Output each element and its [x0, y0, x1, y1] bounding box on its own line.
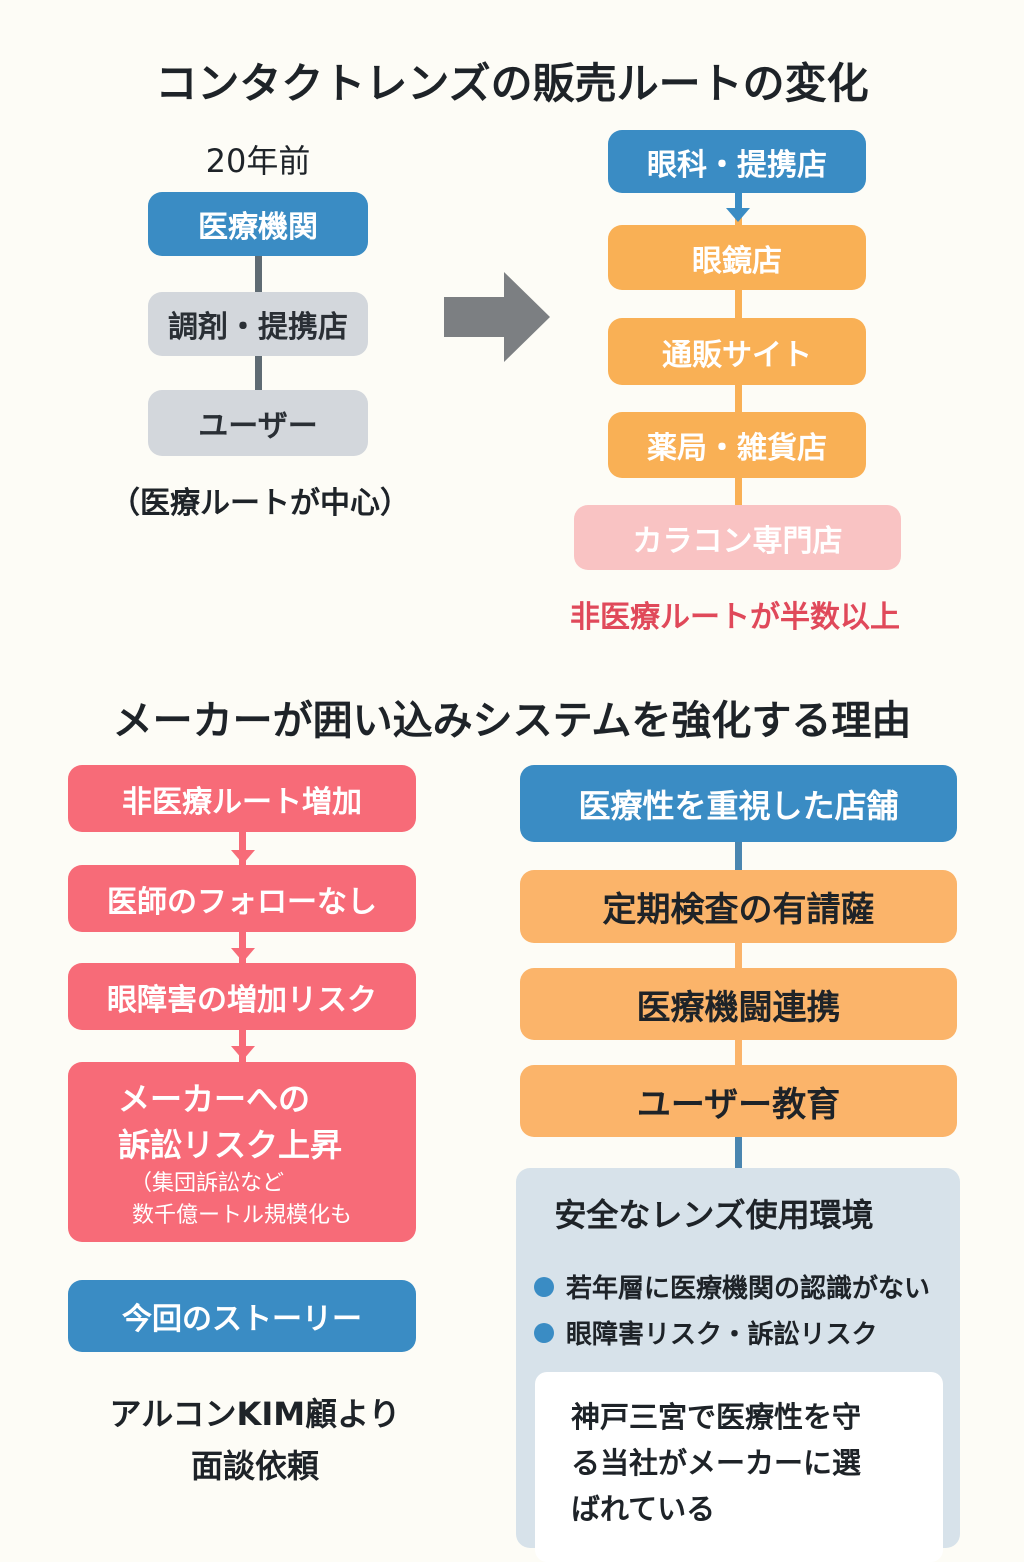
story-text: アルコンKIM顧より 面談依頼: [60, 1388, 450, 1492]
lawsuit-sub2: 数千億ートル規模化も: [132, 1203, 353, 1228]
step-eye-risk: 眼障害の増加リスク: [68, 963, 416, 1030]
bullet-icon: [534, 1322, 554, 1343]
present-box-ophthalmology: 眼科・提携店: [608, 130, 866, 193]
arrow-down-icon: [231, 948, 255, 962]
message-line: 神戸三宮で医療性を守: [571, 1400, 862, 1434]
message-line: る当社がメーカーに選: [571, 1446, 862, 1480]
transition-arrow-icon: [444, 272, 550, 362]
bullet-icon: [534, 1276, 554, 1297]
item-medical-cooperation: 医療機闘連携: [520, 968, 957, 1040]
past-note: （医療ルートが中心）: [110, 486, 410, 521]
panel-title: 安全なレンズ使用環境: [554, 1196, 874, 1234]
story-text-line2: 面談依頼: [190, 1447, 319, 1485]
safe-environment-panel: 安全なレンズ使用環境 若年層に医療機関の認識がない 眼障害リスク・訴訟リスク 神…: [516, 1168, 960, 1562]
arrow-down-icon: [231, 1046, 255, 1060]
lawsuit-line1: メーカーへの: [118, 1080, 311, 1118]
past-box-user: ユーザー: [148, 390, 368, 456]
present-box-online: 通販サイト: [608, 318, 866, 385]
message-line: ばれている: [571, 1492, 716, 1526]
bullet-text: 眼障害リスク・訴訟リスク: [566, 1320, 878, 1350]
arrow-down-icon: [726, 208, 750, 222]
present-note: 非医療ルートが半数以上: [570, 600, 900, 635]
step-no-doctor-follow: 医師のフォローなし: [68, 865, 416, 932]
story-button[interactable]: 今回のストーリー: [68, 1280, 416, 1352]
arrow-down-icon: [231, 850, 255, 864]
lawsuit-sub1: （集団訴訟など: [130, 1171, 285, 1196]
item-regular-checkup: 定期検査の有請薩: [520, 870, 957, 943]
present-box-colorcon: カラコン専門店: [574, 505, 901, 570]
panel-bullet: 眼障害リスク・訴訟リスク: [534, 1314, 877, 1351]
item-user-education: ユーザー教育: [520, 1065, 957, 1137]
story-text-line1: アルコンKIM顧より: [109, 1395, 401, 1433]
bullet-text: 若年層に医療機関の認識がない: [566, 1274, 931, 1304]
section2-title: メーカーが囲い込みシステムを強化する理由: [112, 698, 912, 744]
lawsuit-line2: 訴訟リスク上昇: [118, 1126, 343, 1164]
past-box-pharmacy: 調剤・提携店: [148, 292, 368, 356]
present-box-optician: 眼鏡店: [608, 225, 866, 290]
main-title: コンタクトレンズの販売ルートの変化: [155, 59, 869, 108]
past-label: 20年前: [205, 142, 311, 180]
medical-store-header: 医療性を重視した店舗: [520, 765, 957, 842]
present-connector-top: [735, 190, 742, 210]
present-box-drugstore: 薬局・雑貨店: [608, 412, 866, 478]
panel-bullet: 若年層に医療機関の認識がない: [534, 1268, 930, 1305]
past-box-medical: 医療機関: [148, 192, 368, 256]
lawsuit-risk-box: メーカーへの 訴訟リスク上昇 （集団訴訟など 数千億ートル規模化も: [68, 1062, 416, 1242]
message-box: 神戸三宮で医療性を守 る当社がメーカーに選 ばれている: [535, 1372, 943, 1562]
step-non-medical-increase: 非医療ルート増加: [68, 765, 416, 832]
